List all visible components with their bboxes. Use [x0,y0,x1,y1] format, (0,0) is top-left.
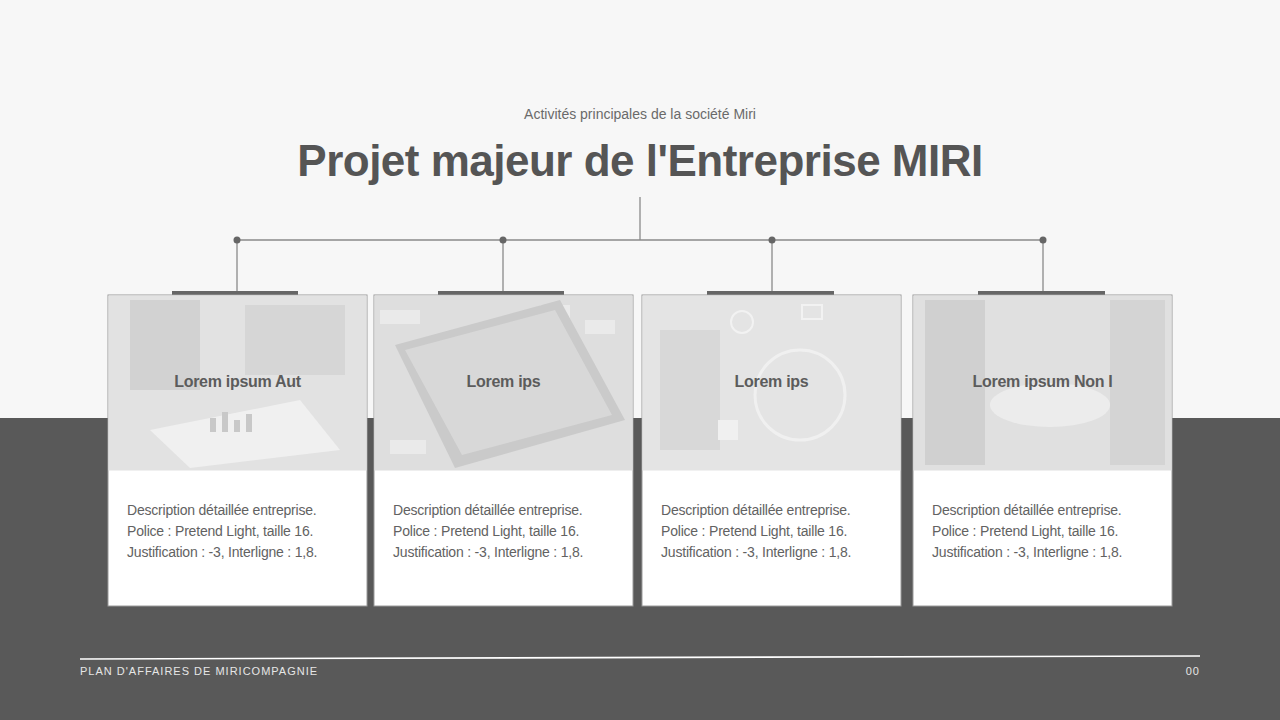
footer-text: PLAN D'AFFAIRES DE MIRICOMPAGNIE [80,665,680,678]
card-description: Description détaillée entreprise. Police… [932,500,1157,563]
tree-lines [237,197,1043,291]
card-heading: Lorem ips [642,373,901,391]
project-card: Lorem ipsDescription détaillée entrepris… [642,295,901,606]
card-art [642,295,901,606]
subtitle: Activités principales de la société Miri [0,106,1280,123]
card-heading: Lorem ips [374,373,633,391]
page-number: 00 [1000,665,1200,678]
main-title: Projet majeur de l'Entreprise MIRI [0,134,1280,188]
card-description: Description détaillée entreprise. Police… [661,500,886,563]
card-art [374,295,633,606]
project-card: Lorem ipsDescription détaillée entrepris… [374,295,633,606]
card-description: Description détaillée entreprise. Police… [393,500,618,563]
project-card: Lorem ipsum Non I Description détaillée e… [913,295,1172,606]
card-art [913,295,1172,606]
card-art [108,295,367,606]
footer-rule [80,656,1200,659]
tree-dots [234,237,1047,244]
card-heading: Lorem ipsum Aut [108,373,367,391]
card-description: Description détaillée entreprise. Police… [127,500,352,563]
card-heading: Lorem ipsum Non I [913,373,1172,391]
project-card: Lorem ipsum AutDescription détaillée ent… [108,295,367,606]
card-tabs [172,291,1105,295]
